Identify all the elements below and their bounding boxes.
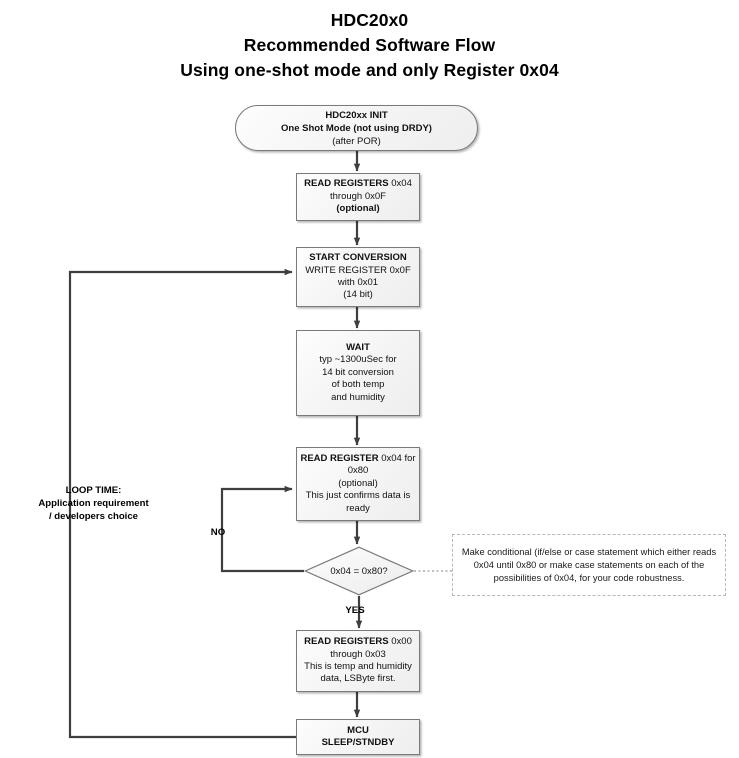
start-conv-line-3: with 0x01 [337,277,379,288]
connector-decision-no [220,485,304,573]
connector-loop-back [68,268,296,739]
read-00-03-line-1-rest: 0x00 [388,636,412,648]
init-line-2: One Shot Mode (not using DRDY) [281,122,432,134]
label-no-branch: NO [210,527,226,538]
wait-line-1: WAIT [346,341,370,353]
wait-line-4: of both temp [331,379,385,391]
read-00-03-line-4: data, LSByte first. [320,673,396,685]
label-yes-branch: YES [345,605,365,616]
read-04-0f-line-1-rest: 0x04 [388,178,412,190]
wait-line-5: and humidity [331,391,385,403]
read-00-03-line-2: through 0x03 [330,648,386,660]
node-hdc20xx-init[interactable]: HDC20xx INIT One Shot Mode (not using DR… [235,105,478,151]
diamond-shape [304,546,414,596]
read-04-line-3: (optional) [338,477,378,489]
wait-line-3: 14 bit conversion [322,366,394,378]
title-line-3: Using one-shot mode and only Register 0x… [180,60,559,80]
node-wait[interactable]: WAIT typ ~1300uSec for 14 bit conversion… [296,330,420,416]
label-loop-time: LOOP TIME: Application requirement / dev… [38,485,149,522]
node-read-registers-00-03[interactable]: READ REGISTERS 0x00 through 0x03 This is… [296,630,420,692]
read-04-line-1-bold: READ REGISTER [300,452,379,464]
read-04-line-1-rest: 0x04 for [378,452,416,464]
mcu-line-2: SLEEP/STNDBY [321,737,395,748]
node-decision-0x04-equals-0x80[interactable]: 0x04 = 0x80? [304,546,414,596]
read-04-line-4: This just confirms data is [305,490,411,502]
start-conv-line-2: WRITE REGISTER 0x0F [305,264,411,276]
node-mcu-sleep-standby[interactable]: MCU SLEEP/STNDBY [296,719,420,755]
decision-label: 0x04 = 0x80? [330,565,388,577]
read-00-03-line-1-bold: READ REGISTERS [304,636,389,648]
read-04-0f-line-3: (optional) [336,203,380,215]
title-line-2: Recommended Software Flow [243,35,496,55]
note-conditional-handling: Make conditional (if/else or case statem… [452,534,726,596]
read-04-line-5: ready [346,502,370,514]
start-conv-line-4: (14 bit) [343,289,373,301]
wait-line-2: typ ~1300uSec for [319,354,397,366]
read-04-0f-line-1-bold: READ REGISTERS [304,178,389,190]
read-00-03-line-3: This is temp and humidity [304,661,412,672]
note-text: Make conditional (if/else or case statem… [461,546,717,583]
mcu-line-1: MCU [347,724,369,736]
title-line-1: HDC20x0 [330,10,409,30]
page-title: HDC20x0 Recommended Software Flow Using … [0,8,739,83]
node-read-register-04[interactable]: READ REGISTER 0x04 for 0x80 (optional) T… [296,447,420,521]
node-read-registers-04-0f[interactable]: READ REGISTERS 0x04 through 0x0F (option… [296,173,420,221]
start-conv-line-1: START CONVERSION [309,252,407,264]
node-start-conversion[interactable]: START CONVERSION WRITE REGISTER 0x0F wit… [296,247,420,307]
init-line-1: HDC20xx INIT [325,109,388,121]
read-04-line-2: 0x80 [347,465,369,477]
init-line-3: (after POR) [332,135,381,147]
read-04-0f-line-2: through 0x0F [330,190,386,202]
